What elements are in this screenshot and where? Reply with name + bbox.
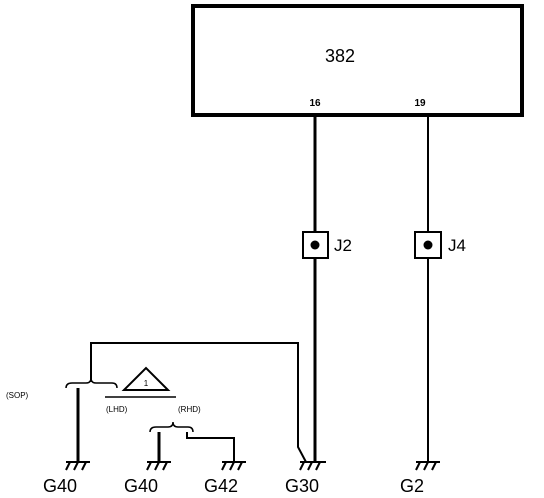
connector-j4-label: J4: [448, 236, 466, 255]
note-flag-triangle: [121, 366, 171, 391]
ground-symbol-g2: [415, 461, 440, 471]
sop-label: (SOP): [6, 391, 29, 400]
wire-g42: [186, 432, 235, 462]
rhd-brace: [149, 421, 194, 433]
component-box: [191, 4, 524, 117]
sop-brace: [65, 377, 118, 389]
ground-symbol-g40-left: [65, 461, 90, 471]
splice-wire: [90, 342, 307, 463]
connector-j2-label: J2: [334, 236, 352, 255]
connector-j4: [414, 231, 442, 259]
ground-symbol-g30: [299, 461, 326, 471]
connector-j2: [302, 231, 329, 259]
ground-label-g30: G30: [285, 476, 319, 496]
rhd-label: (RHD): [178, 405, 201, 414]
ground-label-g40-center: G40: [124, 476, 158, 496]
pin-19-label: 19: [414, 98, 426, 109]
note-flag-number: 1: [144, 379, 149, 388]
ground-label-g40-left: G40: [43, 476, 77, 496]
pin-16-label: 16: [309, 98, 321, 109]
component-label: 382: [325, 46, 355, 66]
ground-symbol-g40-center: [146, 461, 171, 471]
ground-label-g42: G42: [204, 476, 238, 496]
lhd-label: (LHD): [106, 405, 128, 414]
ground-symbol-g42: [221, 461, 246, 471]
ground-label-g2: G2: [400, 476, 424, 496]
